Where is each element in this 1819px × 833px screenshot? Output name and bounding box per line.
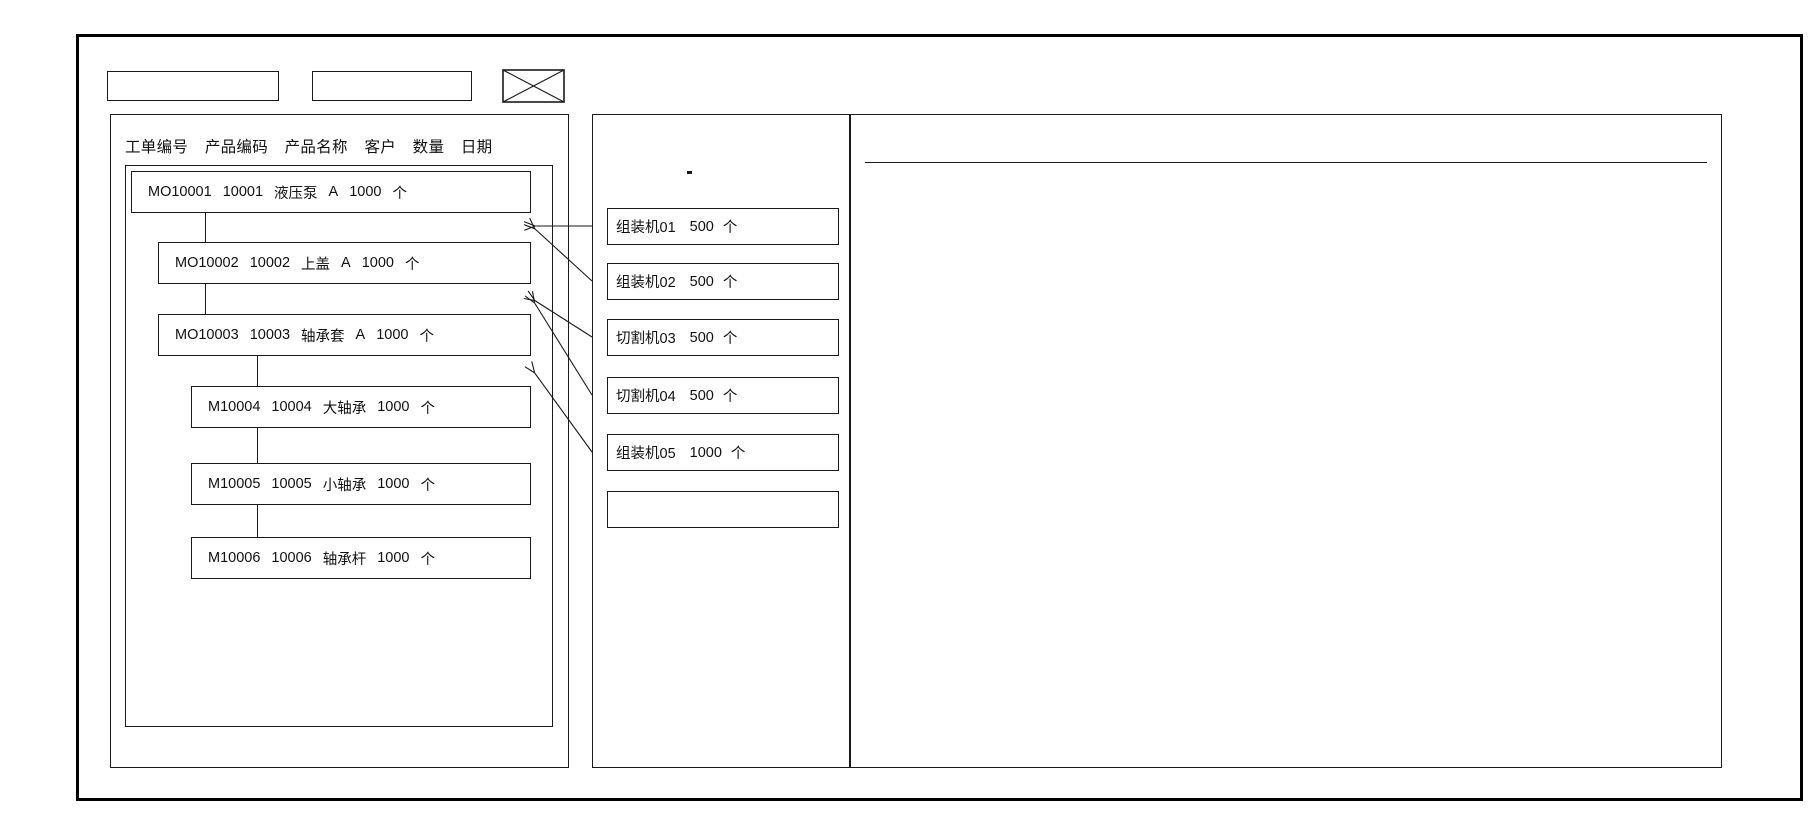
column-header-customer: 客户 [364,139,397,156]
node-order-no: MO10001 [148,184,212,200]
column-header-product-name: 产品名称 [284,139,348,156]
detail-panel [850,114,1722,768]
node-unit: 个 [420,477,436,494]
node-customer: A [341,255,351,271]
tree-node-row[interactable]: MO10001 10001 液压泵 A 1000 个 [131,171,531,213]
machine-unit: 个 [722,331,738,347]
node-unit: 个 [404,256,420,273]
node-unit: 个 [420,400,436,417]
node-product-code: 10001 [222,184,264,200]
column-header-qty: 数量 [412,139,445,156]
node-order-no: M10004 [208,399,261,415]
machine-card[interactable]: 切割机03 500 个 [607,319,839,356]
machine-card[interactable]: 组装机01 500 个 [607,208,839,245]
tree-connector-trunk-2 [257,356,259,561]
machine-qty: 500 [689,329,714,346]
column-header-order-no: 工单编号 [125,139,189,156]
node-order-no: MO10002 [175,255,239,271]
node-qty: 1000 [377,399,410,415]
crossed-box-icon[interactable] [502,69,565,103]
work-order-tree-panel: 工单编号 产品编码 产品名称 客户 数量 日期 MO10001 10001 液压… [110,114,569,768]
node-qty: 1000 [349,184,382,200]
machine-card-empty[interactable] [607,491,839,528]
node-qty: 1000 [361,255,394,271]
node-product-code: 10006 [271,550,312,566]
machine-unit: 个 [722,220,738,236]
machine-name: 组装机01 [616,220,676,236]
node-product-name: 液压泵 [274,185,318,202]
node-product-name: 轴承套 [301,328,345,345]
detail-panel-header [865,127,1707,163]
tree-node-row[interactable]: MO10003 10003 轴承套 A 1000 个 [158,314,531,356]
node-product-name: 大轴承 [322,400,367,417]
machine-unit: 个 [722,389,738,405]
tree-node-row[interactable]: M10006 10006 轴承杆 1000 个 [191,537,531,579]
machine-qty: 500 [689,387,714,404]
machine-name: 切割机03 [616,331,676,347]
machine-qty: 500 [689,218,714,235]
detail-panel-body [865,163,1707,753]
node-customer: A [355,327,366,343]
machine-name: 组装机05 [616,446,676,462]
node-product-name: 轴承杆 [322,551,367,568]
toolbar-input-2[interactable] [312,71,472,101]
node-qty: 1000 [377,476,410,492]
node-unit: 个 [419,328,434,345]
toolbar [107,69,565,103]
node-product-code: 10002 [249,255,291,271]
tree-node-row[interactable]: M10005 10005 小轴承 1000 个 [191,463,531,505]
node-customer: A [328,184,339,200]
machine-card[interactable]: 组装机02 500 个 [607,263,839,300]
panel-marker-dot [687,171,692,174]
machine-allocation-panel: 组装机01 500 个 组装机02 500 个 切割机03 500 个 切割机0… [592,114,850,768]
node-unit: 个 [420,551,436,568]
machine-qty: 1000 [689,444,722,461]
tree-column-headers: 工单编号 产品编码 产品名称 客户 数量 日期 [125,135,504,157]
machine-name: 切割机04 [616,389,676,405]
node-order-no: M10005 [208,476,261,492]
node-product-code: 10005 [271,476,312,492]
column-header-date: 日期 [460,139,493,156]
node-product-name: 小轴承 [322,477,367,494]
machine-card[interactable]: 切割机04 500 个 [607,377,839,414]
node-order-no: MO10003 [175,327,239,343]
tree-node-row[interactable]: MO10002 10002 上盖 A 1000 个 [158,242,531,284]
node-product-code: 10003 [249,327,291,343]
machine-name: 组装机02 [616,275,676,291]
column-header-product-code: 产品编码 [204,139,269,156]
tree-node-row[interactable]: M10004 10004 大轴承 1000 个 [191,386,531,428]
machine-unit: 个 [722,275,738,291]
node-unit: 个 [392,185,407,202]
node-qty: 1000 [376,327,409,343]
node-product-code: 10004 [271,399,312,415]
machine-card[interactable]: 组装机05 1000 个 [607,434,839,471]
machine-unit: 个 [730,446,746,462]
node-qty: 1000 [377,550,410,566]
toolbar-input-1[interactable] [107,71,279,101]
machine-qty: 500 [689,273,714,290]
node-order-no: M10006 [208,550,261,566]
node-product-name: 上盖 [301,256,331,273]
